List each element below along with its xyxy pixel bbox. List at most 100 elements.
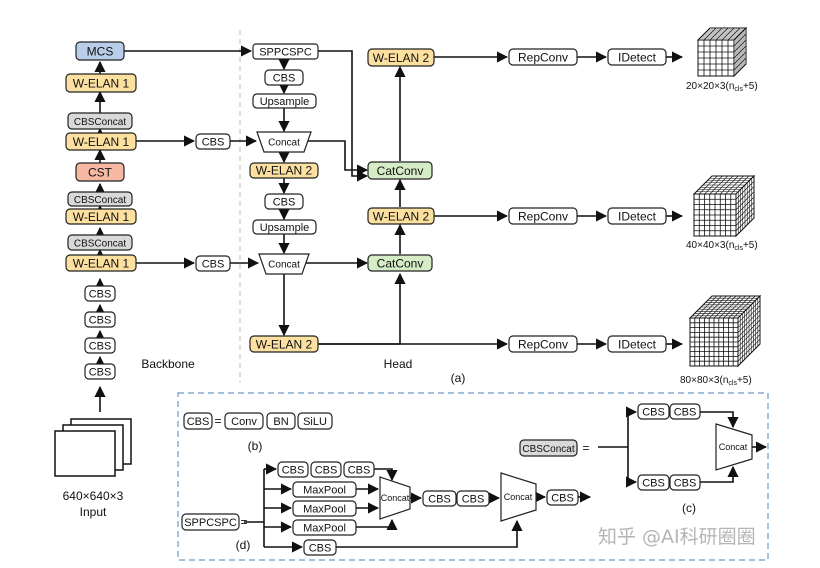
svg-text:Upsample: Upsample [260, 96, 310, 108]
svg-text:SPPCSPC: SPPCSPC [259, 47, 312, 59]
svg-text:Conv: Conv [231, 416, 257, 428]
cbsconcat-block-bottom: CBSConcat [67, 234, 133, 251]
svg-text:MaxPool: MaxPool [303, 523, 346, 535]
svg-text:W-ELAN 1: W-ELAN 1 [73, 257, 130, 271]
svg-text:CBSConcat: CBSConcat [74, 195, 126, 206]
legend-sppcspc-concat-1: Concat [379, 476, 411, 520]
output-grid-cube-medium-icon [692, 174, 756, 238]
welan2-block-bottom: W-ELAN 2 [249, 335, 319, 353]
legend-maxpool-block-2: MaxPool [292, 500, 357, 517]
svg-text:CBS: CBS [309, 543, 332, 555]
legend-cbsconcat-concat: Concat [715, 423, 753, 471]
welan1-block-upper: W-ELAN 1 [65, 132, 137, 151]
concat-block-upper: Concat [256, 131, 312, 153]
section-b-label: (b) [248, 439, 263, 453]
legend-cbs-equals: = [214, 414, 221, 428]
legend-cbs-block: CBS [183, 412, 213, 430]
concat-block-lower: Concat [258, 253, 310, 275]
output-grid-cube-small-icon [696, 26, 748, 78]
backbone-cbs-2: CBS [84, 337, 116, 354]
lateral-cbs-upper: CBS [195, 133, 231, 150]
svg-text:CBS: CBS [202, 259, 225, 271]
cbsconcat-block-middle: CBSConcat [67, 191, 133, 207]
zhihu-watermark: 知乎 @AI科研圈圈 [598, 526, 756, 548]
svg-text:Concat: Concat [381, 493, 410, 503]
head-cbs-lower: CBS [264, 193, 304, 210]
svg-text:CBS: CBS [315, 465, 338, 477]
legend-cbsconcat-block: CBSConcat [519, 439, 578, 457]
output-shape-label-80: 80×80×3(ncls+5) [680, 375, 752, 387]
welan2-block-middle: W-ELAN 2 [367, 207, 435, 225]
svg-text:RepConv: RepConv [518, 51, 568, 65]
output-grid-cube-large-icon [688, 294, 762, 368]
welan1-block-middle: W-ELAN 1 [65, 208, 137, 225]
svg-text:CST: CST [88, 166, 113, 180]
legend-silu-block: SiLU [297, 412, 333, 430]
svg-text:CBS: CBS [282, 465, 305, 477]
svg-text:CBS: CBS [642, 478, 665, 490]
svg-text:IDetect: IDetect [618, 51, 657, 65]
legend-sppcspc-cbs-2: CBS [310, 461, 342, 478]
idetect-block-bottom: IDetect [607, 335, 667, 353]
svg-text:Concat: Concat [504, 492, 533, 502]
cbsconcat-block-top: CBSConcat [67, 112, 133, 130]
svg-text:SPPCSPC: SPPCSPC [184, 517, 237, 529]
svg-text:CBS: CBS [89, 289, 112, 301]
input-size-label: 640×640×3 [63, 489, 124, 503]
welan2-block-top: W-ELAN 2 [367, 48, 435, 67]
legend-cbsconcat-cbs-1: CBS [637, 403, 670, 420]
idetect-block-top: IDetect [607, 48, 667, 66]
svg-text:CBSConcat: CBSConcat [522, 444, 574, 455]
legend-maxpool-block-3: MaxPool [292, 519, 357, 536]
svg-text:CatConv: CatConv [377, 164, 424, 178]
legend-bn-block: BN [266, 412, 296, 430]
cst-block: CST [75, 162, 125, 182]
head-cbs-upper: CBS [264, 69, 304, 86]
svg-text:W-ELAN 1: W-ELAN 1 [73, 77, 130, 91]
svg-text:CatConv: CatConv [377, 257, 424, 271]
repconv-block-middle: RepConv [508, 207, 578, 225]
output-shape-label-20: 20×20×3(ncls+5) [686, 81, 758, 93]
upsample-block-upper: Upsample [252, 93, 317, 109]
svg-text:CBS: CBS [674, 407, 697, 419]
mcs-block: MCS [75, 41, 125, 61]
svg-text:CBSConcat: CBSConcat [74, 117, 126, 128]
svg-text:Concat: Concat [268, 138, 300, 149]
svg-text:BN: BN [273, 416, 288, 428]
backbone-cbs-3: CBS [84, 311, 116, 328]
legend-cbsconcat-cbs-2: CBS [669, 403, 701, 420]
svg-text:SiLU: SiLU [303, 416, 327, 428]
connections [94, 45, 768, 553]
svg-text:W-ELAN 2: W-ELAN 2 [373, 210, 430, 224]
svg-text:W-ELAN 2: W-ELAN 2 [256, 338, 313, 352]
svg-text:CBS: CBS [462, 494, 485, 506]
head-label: Head [384, 357, 413, 371]
svg-text:CBS: CBS [674, 478, 697, 490]
legend-cbsconcat-equals: = [582, 441, 589, 455]
svg-text:IDetect: IDetect [618, 338, 657, 352]
svg-text:RepConv: RepConv [518, 338, 568, 352]
backbone-label: Backbone [141, 357, 195, 371]
svg-text:Upsample: Upsample [260, 222, 310, 234]
svg-text:RepConv: RepConv [518, 210, 568, 224]
repconv-block-bottom: RepConv [508, 335, 578, 353]
section-d-label: (d) [236, 538, 251, 552]
svg-text:MCS: MCS [87, 45, 114, 59]
catconv-block-lower: CatConv [367, 254, 433, 272]
legend-cbsconcat-cbs-4: CBS [669, 474, 701, 491]
svg-text:CBS: CBS [89, 341, 112, 353]
svg-text:CBS: CBS [273, 197, 296, 209]
lateral-cbs-lower: CBS [195, 255, 231, 272]
svg-text:Concat: Concat [268, 260, 300, 271]
legend-sppcspc-concat-2: Concat [500, 472, 537, 522]
svg-text:CBS: CBS [89, 367, 112, 379]
welan2-block-upper: W-ELAN 2 [249, 162, 319, 179]
legend-sppcspc-cbs-shortcut: CBS [303, 539, 337, 556]
svg-text:Concat: Concat [719, 442, 748, 452]
svg-text:CBS: CBS [428, 494, 451, 506]
legend-sppcspc-block: SPPCSPC [181, 513, 240, 531]
svg-text:W-ELAN 1: W-ELAN 1 [73, 135, 130, 149]
welan1-block-top: W-ELAN 1 [65, 73, 137, 93]
legend-maxpool-block-1: MaxPool [292, 481, 357, 498]
